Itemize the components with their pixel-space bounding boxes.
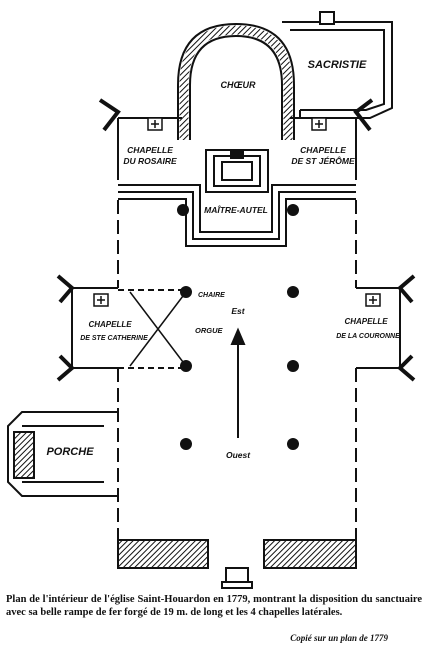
upper-right-corner (353, 98, 374, 132)
chapelle-catherine-corner-top (56, 274, 75, 304)
label-chapelle-jerome-2: DE ST JÉRÔME (291, 155, 355, 166)
porche-wall (7, 411, 118, 497)
sanctuary-rail-mid (118, 191, 356, 240)
pillar (287, 286, 299, 298)
altar-table (230, 149, 244, 159)
sacristie-wall-inner (290, 29, 385, 111)
figure-source: Copié sur un plan de 1779 (290, 633, 388, 643)
pillars (177, 204, 299, 450)
pillar (180, 360, 192, 372)
label-est: Est (231, 306, 245, 316)
west-facade-left-block (117, 539, 209, 569)
church-floor-plan: SACRISTIE CHŒUR CHAPELLE DU ROSAIRE CHAP… (7, 11, 416, 589)
label-chapelle-rosaire-2: DU ROSAIRE (123, 156, 177, 166)
choeur-apse (179, 25, 293, 140)
sacristie-door (319, 11, 335, 25)
porche-entrance (13, 431, 35, 479)
sanctuary-rail-inner (118, 198, 356, 247)
choeur-apse-outline-inner (189, 34, 283, 140)
pillar (287, 204, 299, 216)
label-choeur: CHŒUR (221, 80, 256, 90)
label-porche: PORCHE (46, 446, 94, 458)
orientation-arrow-head (230, 327, 246, 345)
sanctuary-rail-outer (118, 184, 356, 233)
label-ouest: Ouest (226, 450, 251, 460)
upper-left-corner (98, 98, 121, 132)
chapelle-couronne-wall (356, 287, 401, 369)
chapelle-couronne-corner-top (397, 274, 416, 304)
pillar (177, 204, 189, 216)
label-chapelle-couronne-1: CHAPELLE (344, 317, 388, 326)
pillar (287, 360, 299, 372)
west-door-step (225, 567, 249, 583)
label-chapelle-jerome-1: CHAPELLE (300, 145, 346, 155)
label-sacristie: SACRISTIE (308, 59, 367, 71)
label-orgue: ORGUE (195, 326, 224, 335)
label-chapelle-catherine-2: DE STE CATHERINE (80, 335, 148, 342)
west-door-step-2 (221, 581, 253, 589)
choeur-apse-outline (177, 22, 295, 140)
label-maitre-autel: MAÎTRE-AUTEL (204, 204, 268, 215)
porche-inner-wall (22, 425, 104, 483)
label-chaire: CHAIRE (198, 292, 225, 299)
pillar (180, 286, 192, 298)
organ-cross (129, 291, 187, 367)
altar-step-3 (221, 161, 253, 181)
altar-crosses (93, 117, 381, 307)
chapelle-catherine-wall (71, 287, 118, 369)
west-facade-right-block (263, 539, 357, 569)
label-chapelle-rosaire-1: CHAPELLE (127, 145, 173, 155)
figure-caption: Plan de l'intérieur de l'église Saint-Ho… (6, 594, 422, 618)
altar-step-2 (213, 155, 261, 187)
label-chapelle-couronne-2: DE LA COURONNE (336, 333, 400, 340)
pillar (287, 438, 299, 450)
sacristie-wall (282, 21, 393, 119)
chapelle-catherine-corner-bottom (56, 354, 75, 382)
pillar (180, 438, 192, 450)
label-chapelle-catherine-1: CHAPELLE (88, 320, 132, 329)
organ-tribune (118, 289, 188, 369)
chapelle-couronne-corner-bottom (397, 354, 416, 382)
